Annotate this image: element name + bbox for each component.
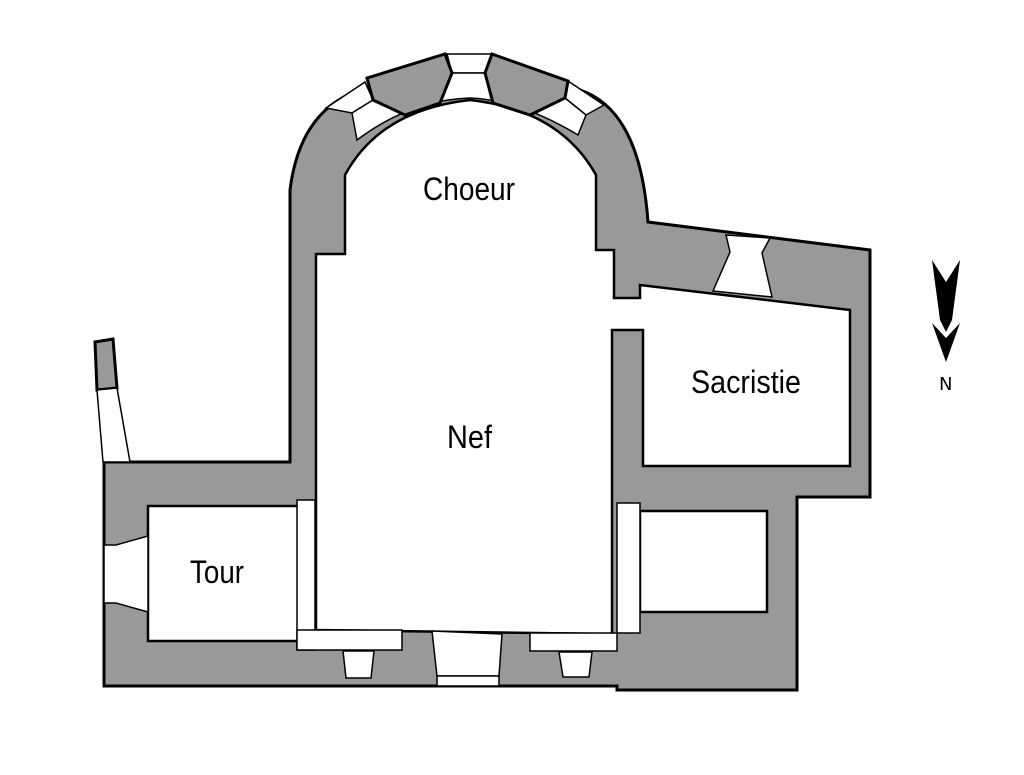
- buttress: [93, 337, 119, 392]
- apse-stones: [365, 52, 570, 117]
- main-portal: [431, 630, 503, 677]
- label-nef: Nef: [447, 419, 492, 455]
- label-choeur: Choeur: [423, 171, 515, 207]
- sacristie-window: [711, 234, 773, 298]
- south-door-1: [342, 650, 375, 679]
- tour-door: [103, 535, 149, 613]
- west-threshold: [296, 499, 316, 651]
- south-door-2: [558, 651, 593, 678]
- label-sacristie: Sacristie: [691, 364, 801, 400]
- compass-label: N: [939, 374, 952, 395]
- walls: [102, 63, 872, 692]
- label-tour: Tour: [190, 554, 244, 590]
- east-threshold: [616, 502, 641, 634]
- north-arrow-icon: [932, 260, 960, 362]
